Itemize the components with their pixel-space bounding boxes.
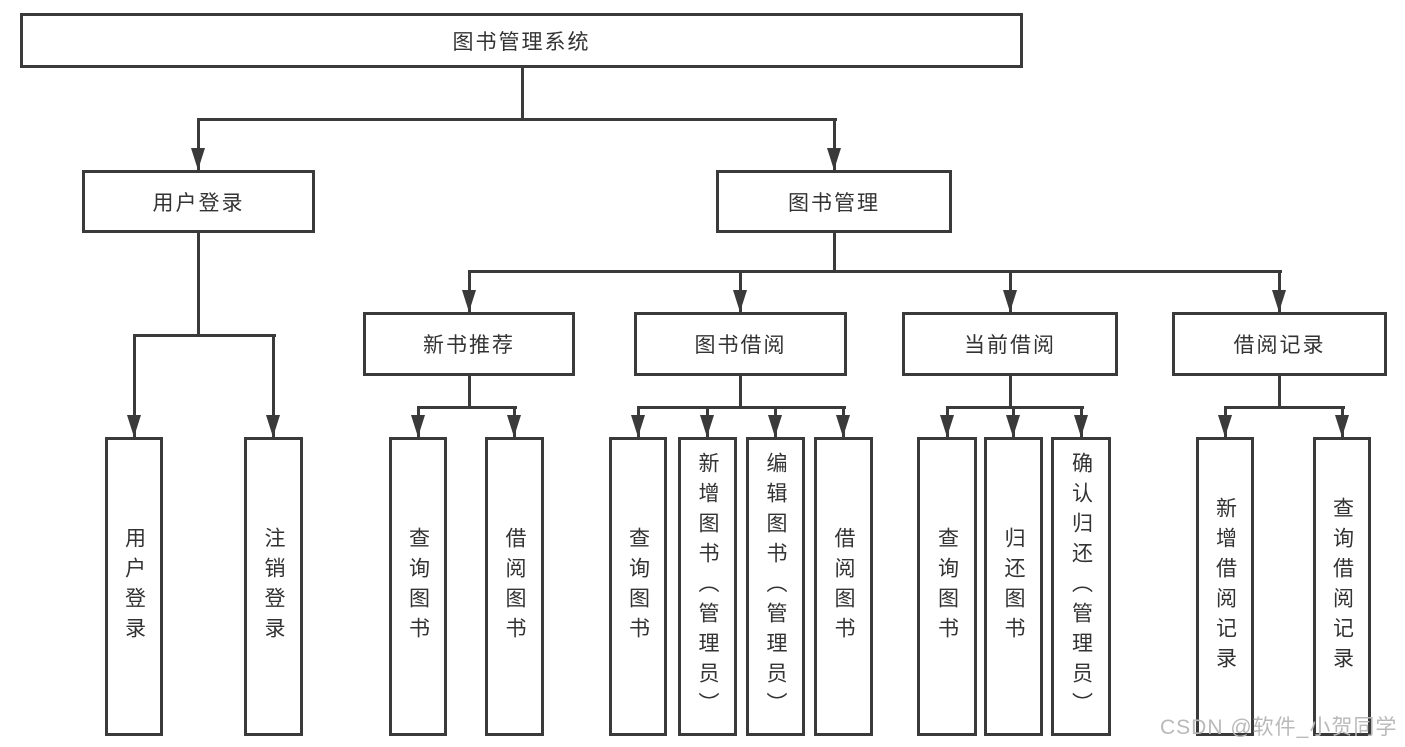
node-book-management: 图书管理 bbox=[716, 170, 952, 233]
leaf-cb-return-books: 归还图书 bbox=[984, 437, 1043, 736]
connector-to-leaf-logout bbox=[272, 334, 275, 437]
connector-level3-branch bbox=[468, 270, 1282, 273]
leaf-label: 用户登录 bbox=[122, 526, 146, 647]
leaf-cb-query-books: 查询图书 bbox=[917, 437, 977, 736]
connector-user-login-branch bbox=[133, 334, 276, 337]
connector-book-management-stem bbox=[833, 233, 836, 272]
arrow-down-icon bbox=[1074, 415, 1088, 437]
connector-nbr-stem bbox=[468, 376, 471, 408]
arrow-down-icon bbox=[836, 415, 850, 437]
arrow-down-icon bbox=[700, 415, 714, 437]
node-borrow-records: 借阅记录 bbox=[1172, 312, 1387, 376]
node-label: 当前借阅 bbox=[964, 334, 1056, 357]
node-book-borrow: 图书借阅 bbox=[634, 312, 847, 376]
node-label: 图书借阅 bbox=[694, 334, 787, 357]
arrow-down-icon bbox=[1272, 290, 1286, 312]
leaf-nbr-query-books: 查询图书 bbox=[389, 437, 447, 736]
node-label: 新书推荐 bbox=[423, 334, 515, 357]
leaf-label: 归还图书 bbox=[1002, 526, 1025, 647]
leaf-label: 查询图书 bbox=[935, 526, 959, 647]
leaf-label: 编辑图书（管理员） bbox=[764, 451, 787, 722]
leaf-user-login: 用户登录 bbox=[105, 437, 163, 736]
arrow-down-icon bbox=[462, 290, 476, 312]
arrow-down-icon bbox=[1003, 290, 1017, 312]
node-label: 借阅记录 bbox=[1233, 334, 1326, 357]
arrow-down-icon bbox=[411, 415, 425, 437]
arrow-down-icon bbox=[191, 148, 205, 170]
node-label: 图书管理系统 bbox=[452, 30, 591, 54]
arrow-down-icon bbox=[827, 148, 841, 170]
leaf-label: 注销登录 bbox=[262, 526, 285, 647]
arrow-down-icon bbox=[507, 415, 521, 437]
leaf-label: 查询图书 bbox=[406, 526, 430, 647]
arrow-down-icon bbox=[768, 415, 782, 437]
leaf-label: 确认归还（管理员） bbox=[1069, 451, 1093, 722]
node-label: 图书管理 bbox=[788, 191, 880, 215]
leaf-label: 新增图书（管理员） bbox=[696, 451, 719, 722]
node-user-login: 用户登录 bbox=[82, 170, 315, 233]
leaf-label: 查询借阅记录 bbox=[1330, 496, 1354, 677]
leaf-br-add-record: 新增借阅记录 bbox=[1196, 437, 1254, 736]
leaf-cb-confirm-return-admin: 确认归还（管理员） bbox=[1051, 437, 1111, 736]
leaf-bb-edit-books-admin: 编辑图书（管理员） bbox=[746, 437, 805, 736]
connector-br-stem bbox=[1278, 376, 1281, 408]
arrow-down-icon bbox=[1335, 415, 1349, 437]
leaf-label: 借阅图书 bbox=[503, 526, 526, 647]
arrow-down-icon bbox=[1218, 415, 1232, 437]
connector-br-branch bbox=[1224, 406, 1345, 409]
watermark-text: CSDN @软件_小贺同学 bbox=[1160, 716, 1398, 739]
node-label: 用户登录 bbox=[152, 191, 245, 215]
leaf-label: 借阅图书 bbox=[832, 526, 855, 647]
connector-bb-stem bbox=[739, 376, 742, 408]
node-current-borrow: 当前借阅 bbox=[902, 312, 1118, 376]
leaf-label: 查询图书 bbox=[626, 526, 650, 647]
leaf-bb-add-books-admin: 新增图书（管理员） bbox=[678, 437, 737, 736]
leaf-bb-borrow-books: 借阅图书 bbox=[814, 437, 873, 736]
connector-nbr-branch bbox=[417, 406, 517, 409]
arrow-down-icon bbox=[631, 415, 645, 437]
connector-to-book-management bbox=[833, 118, 836, 170]
arrow-down-icon bbox=[733, 290, 747, 312]
node-new-book-recommend: 新书推荐 bbox=[363, 312, 575, 376]
arrow-down-icon bbox=[266, 415, 280, 437]
leaf-br-query-record: 查询借阅记录 bbox=[1313, 437, 1371, 736]
connector-root-stem bbox=[521, 67, 524, 120]
leaf-nbr-borrow-books: 借阅图书 bbox=[485, 437, 544, 736]
connector-cb-branch bbox=[946, 406, 1084, 409]
leaf-label: 新增借阅记录 bbox=[1213, 496, 1237, 677]
connector-user-login-stem bbox=[197, 233, 200, 336]
connector-cb-stem bbox=[1009, 376, 1012, 408]
node-root: 图书管理系统 bbox=[20, 13, 1023, 68]
connector-to-leaf-user-login bbox=[133, 334, 136, 437]
connector-bb-branch bbox=[637, 406, 846, 409]
arrow-down-icon bbox=[940, 415, 954, 437]
connector-to-user-login bbox=[197, 118, 200, 170]
arrow-down-icon bbox=[127, 415, 141, 437]
leaf-logout: 注销登录 bbox=[244, 437, 303, 736]
arrow-down-icon bbox=[1006, 415, 1020, 437]
leaf-bb-query-books: 查询图书 bbox=[609, 437, 667, 736]
connector-level2-branch bbox=[197, 118, 837, 121]
